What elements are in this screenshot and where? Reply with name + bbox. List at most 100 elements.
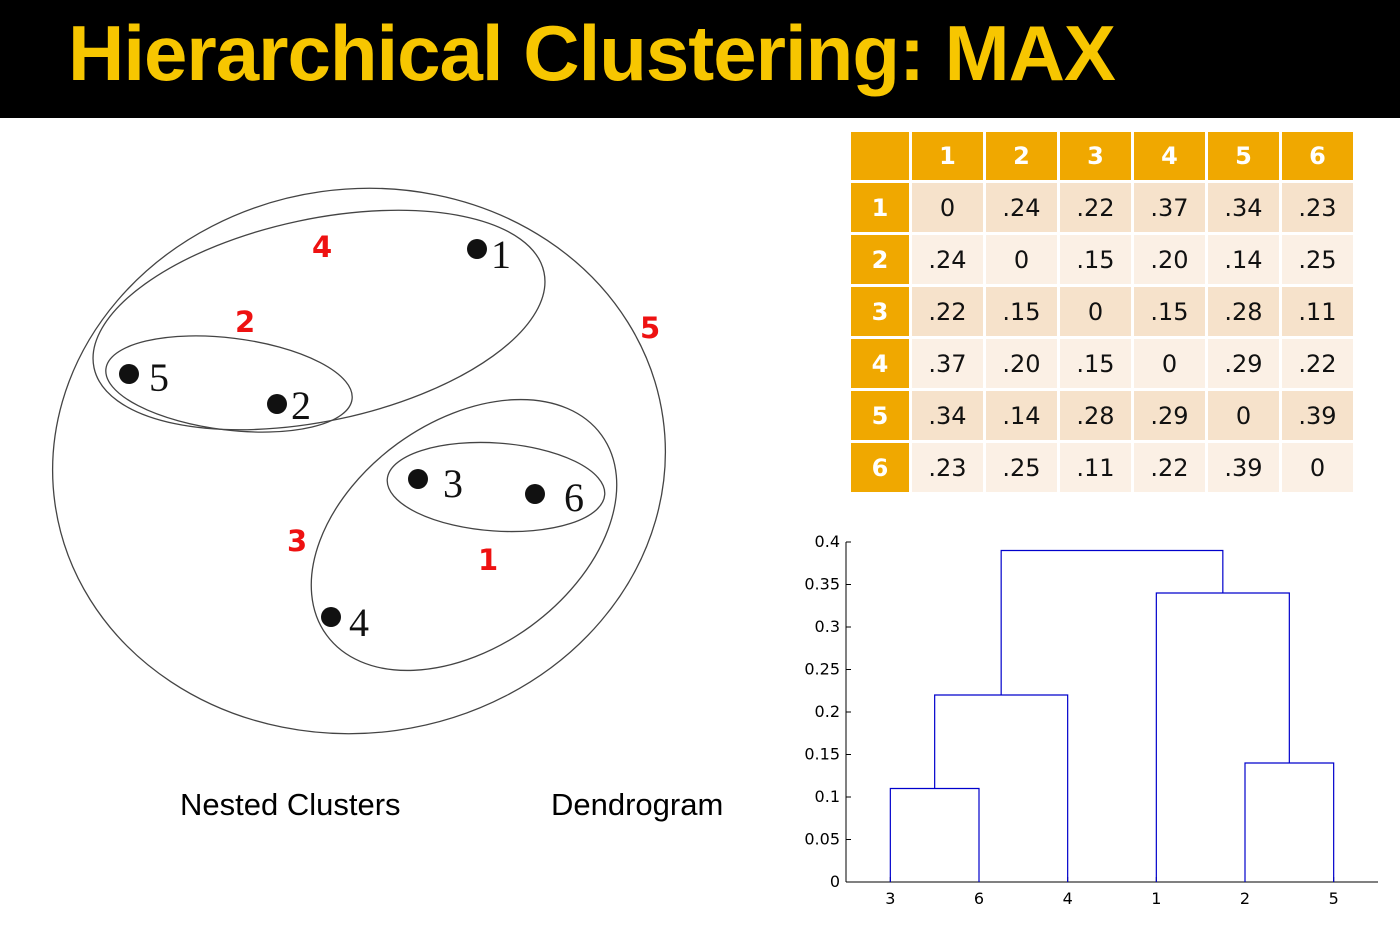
title-bar: Hierarchical Clustering: MAX (0, 0, 1400, 118)
matrix-row: 1 0 .24 .22 .37 .34 .23 (851, 183, 1353, 232)
cluster-3-outline (310, 398, 618, 672)
matrix-cell: 0 (912, 183, 983, 232)
matrix-cell: .14 (1208, 235, 1279, 284)
matrix-row-header: 3 (851, 287, 909, 336)
matrix-corner-cell (851, 132, 909, 180)
matrix-cell: .34 (912, 391, 983, 440)
cluster-5-outline (51, 187, 667, 735)
matrix-cell: .37 (912, 339, 983, 388)
merge-label: 1 (478, 543, 498, 577)
matrix-cell: .22 (1060, 183, 1131, 232)
matrix-cell: .24 (986, 183, 1057, 232)
x-tick-label: 6 (974, 889, 984, 908)
matrix-row: 3 .22 .15 0 .15 .28 .11 (851, 287, 1353, 336)
matrix-cell: .25 (1282, 235, 1353, 284)
matrix-cell: .22 (1282, 339, 1353, 388)
matrix-cell: .22 (1134, 443, 1205, 492)
matrix-cell: .11 (1282, 287, 1353, 336)
y-tick-label: 0.25 (804, 660, 840, 679)
matrix-cell: .23 (912, 443, 983, 492)
matrix-header-row: 1 2 3 4 5 6 (851, 132, 1353, 180)
y-tick-label: 0.4 (815, 532, 840, 551)
point-1 (467, 239, 487, 259)
nested-clusters-diagram: 1 5 2 3 6 4 4 2 5 3 1 (51, 187, 667, 735)
matrix-col-header: 4 (1134, 132, 1205, 180)
matrix-row-header: 6 (851, 443, 909, 492)
matrix-cell: .24 (912, 235, 983, 284)
x-tick-label: 2 (1240, 889, 1250, 908)
matrix-col-header: 3 (1060, 132, 1131, 180)
point-6 (525, 484, 545, 504)
x-tick-label: 5 (1329, 889, 1339, 908)
point-label: 4 (349, 600, 369, 645)
cluster-4-outline (92, 209, 546, 431)
matrix-cell: 0 (1208, 391, 1279, 440)
point-5 (119, 364, 139, 384)
dendrogram-link (1244, 762, 1335, 882)
matrix-cell: .37 (1134, 183, 1205, 232)
dendrogram-caption: Dendrogram (551, 787, 724, 822)
merge-label: 5 (640, 311, 660, 345)
point-label: 6 (564, 475, 584, 520)
x-tick-label: 4 (1063, 889, 1073, 908)
matrix-cell: .15 (1134, 287, 1205, 336)
matrix-row: 5 .34 .14 .28 .29 0 .39 (851, 391, 1353, 440)
x-tick-label: 1 (1151, 889, 1161, 908)
matrix-col-header: 1 (912, 132, 983, 180)
merge-label: 4 (312, 230, 332, 264)
cluster-2-outline (105, 335, 353, 433)
matrix-cell: .15 (1060, 235, 1131, 284)
matrix-cell: .28 (1208, 287, 1279, 336)
matrix-cell: .28 (1060, 391, 1131, 440)
x-tick-label: 3 (885, 889, 895, 908)
matrix-cell: .29 (1134, 391, 1205, 440)
point-4 (321, 607, 341, 627)
matrix-col-header: 6 (1282, 132, 1353, 180)
merge-label: 3 (287, 524, 307, 558)
dendrogram-link (1000, 549, 1224, 695)
matrix-cell: .15 (986, 287, 1057, 336)
matrix-row: 6 .23 .25 .11 .22 .39 0 (851, 443, 1353, 492)
matrix-cell: .39 (1282, 391, 1353, 440)
y-tick-label: 0.35 (804, 575, 840, 594)
point-label: 2 (291, 383, 311, 428)
matrix-cell: 0 (1060, 287, 1131, 336)
matrix-row: 4 .37 .20 .15 0 .29 .22 (851, 339, 1353, 388)
y-tick-label: 0.3 (815, 617, 840, 636)
matrix-cell: .20 (1134, 235, 1205, 284)
matrix-cell: .25 (986, 443, 1057, 492)
merge-label: 2 (235, 305, 255, 339)
matrix-cell: .34 (1208, 183, 1279, 232)
point-label: 3 (443, 461, 463, 506)
proximity-matrix: 1 2 3 4 5 6 1 0 .24 .22 .37 .34 .23 2 .2… (848, 129, 1356, 495)
matrix-row-header: 4 (851, 339, 909, 388)
point-label: 1 (491, 232, 511, 277)
dendrogram-link (1155, 592, 1290, 882)
matrix-cell: .23 (1282, 183, 1353, 232)
cluster-1-outline (386, 441, 606, 533)
matrix-row-header: 2 (851, 235, 909, 284)
matrix-row-header: 1 (851, 183, 909, 232)
matrix-cell: .29 (1208, 339, 1279, 388)
matrix-col-header: 2 (986, 132, 1057, 180)
y-tick-label: 0 (830, 872, 840, 891)
point-label: 5 (149, 355, 169, 400)
matrix-cell: .22 (912, 287, 983, 336)
matrix-row: 2 .24 0 .15 .20 .14 .25 (851, 235, 1353, 284)
matrix-cell: 0 (1282, 443, 1353, 492)
dendrogram-link (889, 787, 980, 882)
matrix-cell: .15 (1060, 339, 1131, 388)
matrix-cell: .20 (986, 339, 1057, 388)
matrix-cell: 0 (986, 235, 1057, 284)
matrix-cell: .11 (1060, 443, 1131, 492)
point-3 (408, 469, 428, 489)
matrix-cell: .14 (986, 391, 1057, 440)
matrix-cell: .39 (1208, 443, 1279, 492)
matrix-cell: 0 (1134, 339, 1205, 388)
y-tick-label: 0.1 (815, 787, 840, 806)
matrix-col-header: 5 (1208, 132, 1279, 180)
y-tick-label: 0.2 (815, 702, 840, 721)
point-2 (267, 394, 287, 414)
y-tick-label: 0.05 (804, 830, 840, 849)
